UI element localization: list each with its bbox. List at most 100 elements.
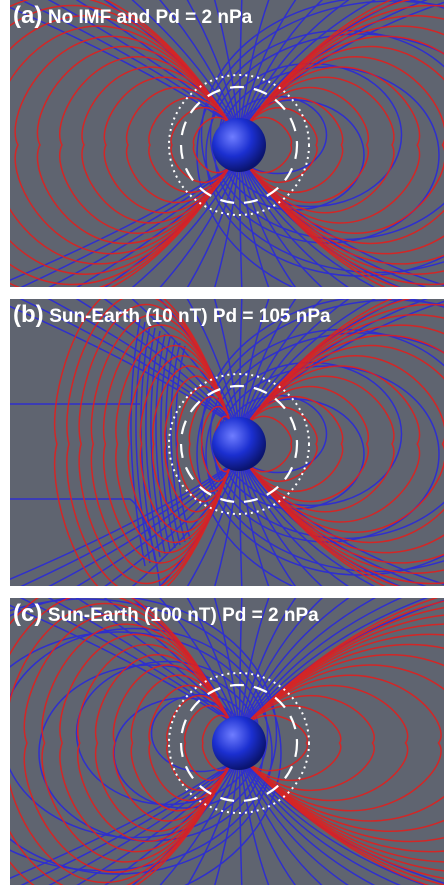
field-loop: [205, 33, 444, 277]
field-line: [243, 764, 349, 885]
field-line: [102, 324, 232, 564]
field-loop: [200, 0, 444, 274]
field-line: [242, 764, 323, 885]
panel-c-label: (c) Sun-Earth (100 nT) Pd = 2 nPa: [13, 600, 319, 630]
field-line: [246, 764, 402, 885]
field-line: [246, 375, 395, 513]
blue-field-lines: [10, 0, 444, 287]
field-line: [246, 674, 442, 812]
field-line: [238, 166, 243, 287]
field-lines-b: [10, 299, 444, 586]
cusp-line: [155, 333, 171, 552]
panel-b: (b) Sun-Earth (10 nT) Pd = 105 nPa: [10, 299, 444, 586]
planet-sphere: [212, 716, 266, 770]
field-line: [246, 116, 293, 174]
field-line: [246, 704, 342, 782]
field-line: [94, 654, 232, 832]
field-line: [240, 0, 270, 124]
planet-sphere: [212, 118, 266, 172]
field-line: [53, 299, 232, 586]
field-loop: [196, 299, 444, 586]
field-line: [10, 602, 232, 884]
field-loop: [10, 598, 282, 885]
red-field-lines: [10, 598, 444, 885]
field-line: [246, 76, 395, 214]
field-line: [200, 405, 232, 483]
field-line: [242, 299, 324, 423]
panel-a-letter: (a): [13, 2, 43, 29]
field-line: [246, 355, 444, 533]
panel-b-title: Sun-Earth (10 nT) Pd = 105 nPa: [49, 306, 331, 327]
field-line: [47, 0, 232, 124]
field-line: [241, 465, 297, 586]
cusp-line: [150, 330, 166, 555]
panel-b-letter: (b): [13, 301, 44, 328]
field-line: [159, 166, 237, 287]
field-line: [246, 345, 444, 543]
field-line: [246, 56, 444, 234]
field-line: [247, 598, 429, 722]
cusp-line: [10, 498, 161, 586]
cusp-line: [160, 336, 176, 549]
field-line: [186, 764, 238, 885]
field-line: [159, 598, 237, 722]
field-line: [104, 764, 235, 885]
field-line: [164, 375, 232, 513]
field-line: [166, 694, 232, 792]
field-line: [127, 344, 232, 544]
field-line: [19, 0, 231, 124]
field-line: [246, 334, 444, 554]
panel-c-title: Sun-Earth (100 nT) Pd = 2 nPa: [47, 605, 319, 626]
panel-c: (c) Sun-Earth (100 nT) Pd = 2 nPa: [10, 598, 444, 885]
field-line: [246, 633, 444, 853]
field-line: [238, 764, 243, 885]
field-line: [214, 764, 240, 885]
field-line: [77, 643, 232, 843]
field-loop: [205, 332, 444, 576]
field-line: [59, 633, 232, 853]
field-lines-c: [10, 598, 444, 885]
field-loop: [10, 631, 273, 875]
field-line: [148, 684, 232, 802]
outer-boundary-circle: [168, 74, 310, 216]
inner-boundary-circle: [179, 85, 299, 205]
field-line: [242, 166, 323, 287]
field-line: [103, 299, 235, 423]
field-line: [246, 35, 444, 255]
field-line: [247, 0, 429, 124]
field-line: [139, 355, 232, 533]
field-line: [246, 15, 444, 275]
field-line: [243, 166, 349, 287]
field-line: [243, 465, 349, 586]
field-line: [246, 598, 403, 722]
field-line: [246, 714, 309, 772]
field-line: [213, 299, 240, 423]
inner-boundary-circle: [179, 683, 299, 803]
field-line: [192, 116, 232, 174]
field-line: [188, 395, 232, 493]
field-line: [10, 166, 230, 282]
field-line: [14, 35, 232, 255]
field-line: [176, 385, 232, 503]
field-line: [183, 705, 232, 781]
field-line: [243, 0, 350, 124]
field-line: [246, 623, 444, 863]
field-line: [242, 0, 324, 124]
field-line: [246, 97, 344, 193]
field-line: [238, 598, 243, 722]
field-line: [246, 406, 318, 482]
field-line: [10, 465, 230, 581]
cusp-line: [145, 327, 161, 558]
field-line: [246, 66, 421, 224]
field-line: [238, 0, 243, 124]
field-line: [115, 334, 232, 554]
field-line: [240, 598, 270, 722]
field-line: [240, 299, 270, 423]
field-line: [213, 0, 240, 124]
field-line: [243, 598, 350, 722]
field-line: [238, 299, 243, 423]
field-line: [103, 76, 232, 214]
field-line: [248, 1, 444, 124]
field-line: [241, 764, 297, 885]
inner-boundary-circle: [179, 384, 299, 504]
